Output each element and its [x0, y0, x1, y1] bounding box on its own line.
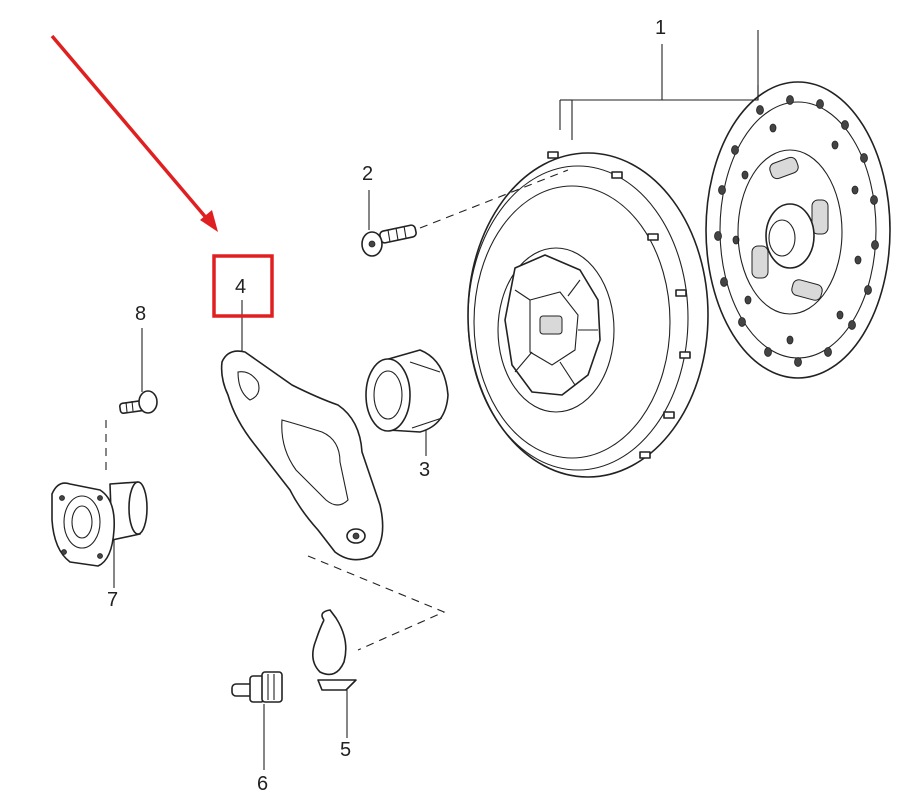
pressure-plate-rim-teeth: [547, 151, 691, 459]
part-3-label: 3: [419, 459, 430, 481]
clutch-disc-damper-springs: [751, 156, 829, 301]
bleeder-screw-part-6: 6: [231, 671, 283, 792]
release-fork-part-4: [220, 350, 384, 561]
part-4-label: 4: [235, 276, 246, 298]
fork-clip-dashed-connection: [307, 555, 446, 651]
part-1-label: 1: [655, 17, 666, 39]
clutch-disc: [705, 81, 891, 379]
highlight-box: [212, 254, 274, 318]
small-bolt-part-8: 8: [105, 303, 158, 471]
guide-sleeve-part-7: 7: [51, 481, 148, 611]
part-4-callout: 4: [212, 254, 274, 352]
part-5-label: 5: [340, 739, 351, 761]
pressure-plate: [467, 151, 709, 478]
part-6-label: 6: [257, 773, 268, 792]
part-2-label: 2: [362, 163, 373, 185]
release-bearing-part-3: 3: [365, 349, 449, 481]
part-7-label: 7: [107, 589, 118, 611]
part-1-callout: 1: [559, 17, 759, 140]
part-8-label: 8: [135, 303, 146, 325]
clutch-disc-hub: [765, 203, 815, 269]
bolt-part-2: 2: [361, 163, 569, 257]
red-pointer-arrow-icon: [50, 34, 218, 232]
clip-part-5: 5: [312, 609, 357, 761]
clutch-disc-rivet-holes: [714, 95, 879, 367]
pressure-plate-diaphragm-spring: [504, 254, 601, 396]
